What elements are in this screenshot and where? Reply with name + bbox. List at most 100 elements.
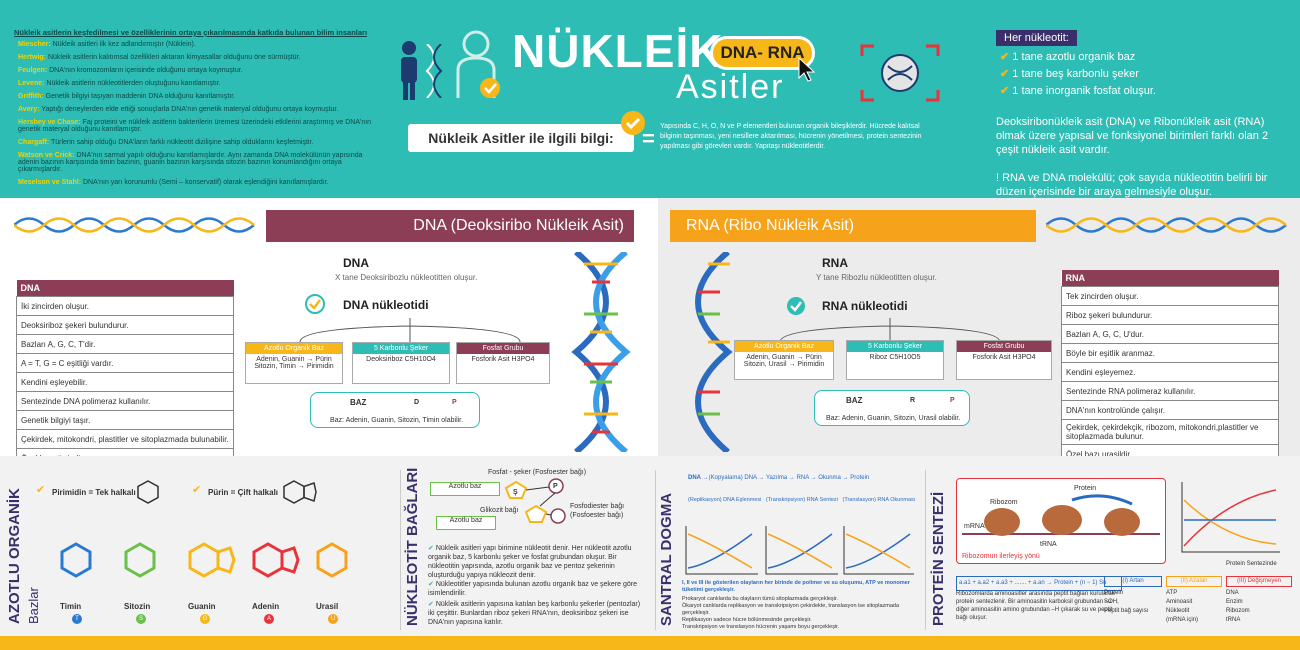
- base-molecule-icon: [60, 542, 92, 578]
- scientist-row: Watson ve Crick: DNA'nın sarmal yapılı o…: [18, 152, 363, 173]
- dna-label: DNA: [343, 256, 369, 270]
- protein-group-item: Nükleotit: [1166, 608, 1190, 614]
- scientist-row: Levene: Nükleik asitlerin nükleotitlerde…: [18, 80, 221, 87]
- table-row: Sentezinde RNA polimeraz kullanılır.: [1061, 381, 1279, 401]
- rna-tree-lines: [779, 318, 1001, 343]
- table-row: Bazları A, G, C, U'dur.: [1061, 324, 1279, 344]
- bases-vertical-title: AZOTLU ORGANİK: [6, 488, 23, 624]
- protein-group-item: tRNA: [1226, 617, 1241, 623]
- table-row: Çekirdek, çekirdekçik, ribozom, mitokond…: [1061, 419, 1279, 445]
- bond-diagram: [504, 478, 566, 524]
- scientist-row: Miescher: Nükleik asitleri ilk kez adlan…: [18, 41, 196, 48]
- nucleotide-item: ✔ 1 tane azotlu organik baz: [1000, 51, 1136, 63]
- table-row: Bazları A, G, C, T'dir.: [16, 334, 234, 354]
- table-row: Çekirdek, mitokondri, plastitler ve sito…: [16, 429, 234, 449]
- dna-baz: BAZ: [350, 398, 367, 407]
- protein-chart-label: Protein Sentezinde: [1226, 561, 1277, 567]
- dna-strand-decoration: [1046, 217, 1287, 233]
- table-row: Tek zincirden oluşur.: [1061, 286, 1279, 306]
- scientist-row: Avery: Yaptığı deneylerden elde ettiği s…: [18, 106, 339, 113]
- dna-baz-list: Baz: Adenin, Guanin, Sitozin, Timin olab…: [330, 417, 464, 424]
- scientists-title: Nükleik asitlerin keşfedilmesi ve özelli…: [14, 28, 368, 37]
- base-letter-badge: U: [328, 614, 338, 624]
- base-name: Timin: [60, 602, 82, 611]
- base-name: Sitozin: [124, 602, 151, 611]
- base-letter-badge: G: [200, 614, 210, 624]
- base-letter-badge: S: [136, 614, 146, 624]
- scientist-row: Meselson ve Stahl: DNA'nın yarı korunuml…: [18, 179, 329, 186]
- table-row: A = T, G = C eşitliği vardır.: [16, 353, 234, 373]
- bond-glycosidic: Glikozit bağı: [480, 507, 519, 514]
- base-name: Adenin: [252, 602, 280, 611]
- check-icon: ✔: [1000, 68, 1010, 80]
- main-subtitle: Asitler: [676, 68, 785, 106]
- base-molecule-icon: [188, 542, 236, 578]
- dna-desc: X tane Deoksiribozlu nükleotitten oluşur…: [335, 273, 478, 282]
- nucleotide-item: ✔ 1 tane inorganik fosfat oluşur.: [1000, 85, 1156, 97]
- double-ring-icon: [283, 480, 317, 504]
- base-name: Urasil: [316, 602, 339, 611]
- table-row: Böyle bir eşitlik aranmaz.: [1061, 343, 1279, 363]
- trna-label: tRNA: [1040, 541, 1057, 548]
- bond-s: Ş: [513, 489, 518, 496]
- table-row: İki zincirden oluşur.: [16, 296, 234, 316]
- check-icon: ✔: [428, 581, 434, 588]
- rna-desc: Y tane Ribozlu nükleotitten oluşur.: [816, 273, 937, 282]
- nucleotide-item: ✔ 1 tane beş karbonlu şeker: [1000, 68, 1139, 80]
- check-icon: ✔: [1000, 51, 1010, 63]
- base-letter-badge: T: [72, 614, 82, 624]
- table-row: Genetik bilgiyi taşır.: [16, 410, 234, 430]
- check-icon: ✔: [192, 484, 202, 496]
- table-header: DNA: [16, 280, 234, 297]
- dna-helix-image: [571, 252, 631, 452]
- hexagon-icon: [137, 480, 159, 504]
- base-molecule-icon: [316, 542, 348, 578]
- rna-section-header: RNA (Ribo Nükleik Asit): [670, 210, 1036, 242]
- equals-sign: =: [642, 126, 655, 151]
- table-header-row: RNA: [1061, 270, 1279, 287]
- rna-baz: BAZ: [846, 396, 863, 405]
- dogma-note: I, II ve III ile gösterilen olayların he…: [682, 580, 910, 593]
- protein-group-item: (mRNA için): [1166, 617, 1199, 623]
- check-icon: ✔: [428, 545, 434, 552]
- main-title: NÜKLEİK: [512, 25, 724, 77]
- scientist-row: Hertwig: Nükleik asitlerin kalıtımsal öz…: [18, 54, 301, 61]
- protein-label: Protein: [1074, 485, 1097, 492]
- protein-group-item: DNA: [1226, 590, 1239, 596]
- base-name: Guanin: [188, 602, 216, 611]
- protein-group-item: Peptit bağ sayısı: [1104, 608, 1149, 614]
- ribosome-label: Ribozom: [990, 499, 1018, 506]
- dna-tree-lines: [299, 318, 521, 343]
- rna-label: RNA: [822, 256, 848, 270]
- protein-equation: a.a1 + a.a2 + a.a3 + ....... + a.an → Pr…: [956, 576, 1122, 591]
- top-banner: [0, 0, 1300, 198]
- table-row: DNA'nın kontrolünde çalışır.: [1061, 400, 1279, 420]
- protein-group-item: Su: [1104, 599, 1112, 605]
- dna-d: D: [414, 399, 420, 406]
- table-header: RNA: [1061, 270, 1279, 287]
- dna-p: P: [452, 399, 457, 406]
- divider: [655, 470, 656, 630]
- scientists-list: Nükleik asitlerin keşfedilmesi ve özelli…: [14, 28, 374, 192]
- scientist-row: Feulgen: DNA'nın kromozomların içerisind…: [18, 67, 243, 74]
- nucleotide-title: Her nükleotit:: [996, 30, 1077, 46]
- protein-vertical-title: PROTEİN SENTEZİ: [930, 491, 947, 626]
- dogma-list: Prokaryot canlılarda bu olayların tümü s…: [682, 596, 900, 630]
- dogma-stages: (Replikasyon) DNA Eşlenmesi (Transkripsi…: [688, 497, 916, 503]
- check-icon: [787, 297, 805, 315]
- divider: [400, 470, 401, 630]
- protein-chart: [1181, 482, 1280, 553]
- table-row: Sentezinde DNA polimeraz kullanılır.: [16, 391, 234, 411]
- dna-icon: [425, 44, 443, 98]
- bond-text-1: ✔ Nükleik asitleri yapı birimine nükleot…: [428, 545, 632, 579]
- rna-helix-image: [695, 252, 733, 452]
- bases-vertical-subtitle: Bazlar: [26, 587, 41, 624]
- bonds-vertical-title: NÜKLEOTİT BAĞLARI: [404, 467, 421, 626]
